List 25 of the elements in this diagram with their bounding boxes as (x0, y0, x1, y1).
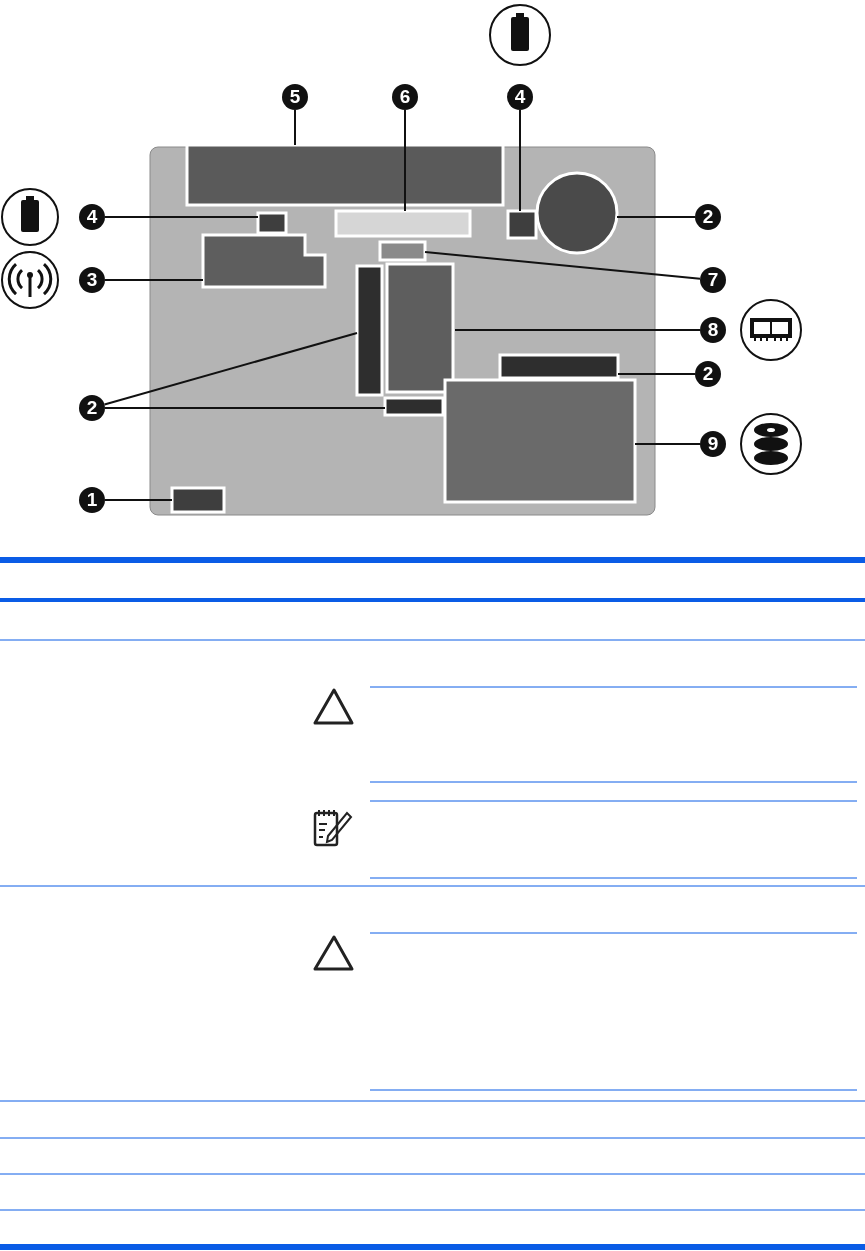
leader-line (454, 329, 701, 331)
leader-line (617, 373, 696, 375)
callout-number: 2 (695, 361, 721, 387)
leader-line (404, 109, 406, 212)
leader-line (104, 499, 173, 501)
callout-number: 4 (507, 84, 533, 110)
leader-line (104, 407, 386, 409)
leader-line (519, 109, 521, 212)
callout-number: 7 (700, 267, 726, 293)
callout-number: 9 (700, 431, 726, 457)
callout-number: 3 (79, 267, 105, 293)
callout-number: 1 (79, 487, 105, 513)
leader-line (104, 279, 204, 281)
leader-line (424, 251, 702, 280)
callout-number: 2 (79, 395, 105, 421)
callout-number: 8 (700, 317, 726, 343)
leader-line (294, 109, 296, 146)
leader-line (634, 443, 701, 445)
callout-number: 2 (695, 204, 721, 230)
leader-line (616, 216, 696, 218)
leader-line (103, 332, 358, 406)
callout-number: 4 (79, 204, 105, 230)
callout-number: 5 (282, 84, 308, 110)
leader-line (104, 216, 259, 218)
callout-number: 6 (392, 84, 418, 110)
